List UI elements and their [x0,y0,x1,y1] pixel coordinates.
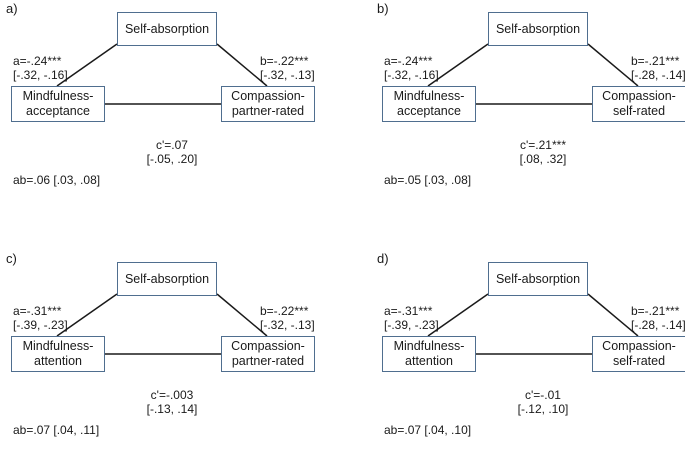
path-c-prime-ci: [-.12, .10] [517,402,569,416]
indirect-effect: ab=.05 [.03, .08] [384,173,472,187]
mediation-panel-c: c) Self-absorption Mindfulness- attentio… [0,250,342,468]
mediation-figure: a) Self-absorption Mindfulness- acceptan… [0,0,685,437]
path-lines [427,293,639,355]
path-b-estimate: b=-.22*** [260,54,309,68]
path-a-ci: [-.39, -.23] [384,318,439,332]
path-a-line [56,293,118,337]
predictor-label-line2: acceptance [26,104,90,118]
mediator-box: Self-absorption [117,262,217,296]
path-c-prime-estimate: c'=.21*** [520,138,566,152]
path-c-prime-ci: [-.13, .14] [146,402,198,416]
predictor-label-line1: Mindfulness- [22,89,94,103]
path-a-estimate: a=-.31*** [13,304,62,318]
path-a-stat: a=-.31*** [-.39, -.23] [384,304,439,332]
outcome-label-line2: self-rated [612,354,666,368]
outcome-label-line2: partner-rated [231,104,305,118]
panel-label: c) [6,251,17,266]
outcome-box: Compassion- partner-rated [221,336,315,372]
panel-label: d) [377,251,389,266]
path-c-prime-stat: c'=-.01 [-.12, .10] [483,388,603,416]
path-b-ci: [-.28, -.14] [631,68,685,82]
outcome-box: Compassion- self-rated [592,336,685,372]
outcome-box: Compassion- partner-rated [221,86,315,122]
indirect-effect: ab=.07 [.04, .10] [384,423,472,437]
path-b-line [216,293,268,337]
mediator-label: Self-absorption [495,271,581,286]
path-c-prime-ci: [-.05, .20] [146,152,198,166]
outcome-label-line1: Compassion- [231,89,305,103]
mediator-box: Self-absorption [488,12,588,46]
path-b-line [587,293,639,337]
path-a-ci: [-.32, -.16] [13,68,68,82]
path-b-line [587,43,639,87]
mediator-label: Self-absorption [495,21,581,36]
path-b-line [216,43,268,87]
path-c-prime-ci: [.08, .32] [519,152,567,166]
path-b-ci: [-.32, -.13] [260,318,315,332]
panel-label: b) [377,1,389,16]
path-c-prime-estimate: c'=-.003 [150,388,194,402]
path-a-stat: a=-.24*** [-.32, -.16] [13,54,68,82]
predictor-label-line2: attention [405,354,453,368]
path-lines [56,43,268,105]
predictor-box: Mindfulness- attention [382,336,476,372]
outcome-box: Compassion- self-rated [592,86,685,122]
mediation-panel-b: b) Self-absorption Mindfulness- acceptan… [371,0,685,218]
path-a-stat: a=-.31*** [-.39, -.23] [13,304,68,332]
path-a-line [427,43,489,87]
path-lines [427,43,639,105]
mediation-panel-d: d) Self-absorption Mindfulness- attentio… [371,250,685,468]
path-b-stat: b=-.22*** [-.32, -.13] [260,304,315,332]
path-b-estimate: b=-.22*** [260,304,309,318]
path-c-prime-stat: c'=-.003 [-.13, .14] [112,388,232,416]
path-c-prime-stat: c'=.21*** [.08, .32] [483,138,603,166]
predictor-box: Mindfulness- acceptance [382,86,476,122]
path-b-stat: b=-.21*** [-.28, -.14] [631,304,685,332]
path-c-prime-stat: c'=.07 [-.05, .20] [112,138,232,166]
path-b-stat: b=-.21*** [-.28, -.14] [631,54,685,82]
path-b-estimate: b=-.21*** [631,304,680,318]
path-a-ci: [-.39, -.23] [13,318,68,332]
path-a-stat: a=-.24*** [-.32, -.16] [384,54,439,82]
path-a-estimate: a=-.31*** [384,304,433,318]
path-b-ci: [-.28, -.14] [631,318,685,332]
predictor-label-line2: acceptance [397,104,461,118]
outcome-label-line1: Compassion- [602,339,676,353]
predictor-label-line1: Mindfulness- [393,339,465,353]
mediator-label: Self-absorption [124,21,210,36]
path-b-stat: b=-.22*** [-.32, -.13] [260,54,315,82]
predictor-label-line1: Mindfulness- [393,89,465,103]
path-c-prime-estimate: c'=.07 [156,138,188,152]
mediator-box: Self-absorption [488,262,588,296]
mediator-box: Self-absorption [117,12,217,46]
indirect-effect: ab=.07 [.04, .11] [13,423,100,437]
path-b-estimate: b=-.21*** [631,54,680,68]
outcome-label-line1: Compassion- [602,89,676,103]
outcome-label-line2: partner-rated [231,354,305,368]
predictor-box: Mindfulness- attention [11,336,105,372]
predictor-box: Mindfulness- acceptance [11,86,105,122]
path-b-ci: [-.32, -.13] [260,68,315,82]
path-a-estimate: a=-.24*** [384,54,433,68]
panel-label: a) [6,1,18,16]
path-c-prime-estimate: c'=-.01 [525,388,561,402]
outcome-label-line2: self-rated [612,104,666,118]
indirect-effect: ab=.06 [.03, .08] [13,173,101,187]
predictor-label-line1: Mindfulness- [22,339,94,353]
path-a-ci: [-.32, -.16] [384,68,439,82]
predictor-label-line2: attention [34,354,82,368]
mediator-label: Self-absorption [124,271,210,286]
path-a-line [56,43,118,87]
path-lines [56,293,268,355]
mediation-panel-a: a) Self-absorption Mindfulness- acceptan… [0,0,342,218]
path-a-line [427,293,489,337]
path-a-estimate: a=-.24*** [13,54,62,68]
outcome-label-line1: Compassion- [231,339,305,353]
